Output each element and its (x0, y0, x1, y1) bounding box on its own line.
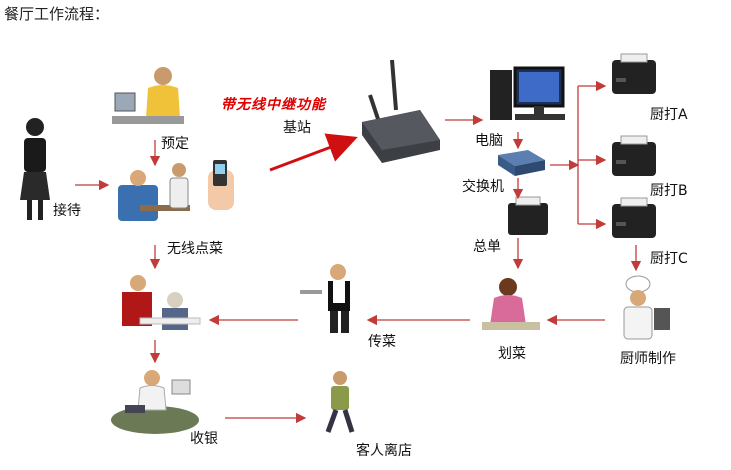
label-summary: 总单 (473, 239, 501, 255)
label-wireless-order: 无线点菜 (167, 241, 223, 257)
dining-table-icon (122, 275, 201, 330)
label-mark-dish: 划菜 (498, 346, 526, 362)
computer-icon (490, 66, 565, 120)
label-cashier: 收银 (190, 431, 218, 447)
kitchen-printer-c-icon (612, 197, 656, 238)
label-chef: 厨师制作 (620, 351, 676, 367)
arrow-order-to-base-station (269, 133, 358, 172)
switch-icon (498, 150, 545, 176)
label-reserve: 预定 (161, 136, 189, 152)
chef-icon (623, 275, 670, 340)
label-kitchen-b: 厨打B (650, 183, 688, 199)
label-kitchen-a: 厨打A (650, 107, 688, 123)
cashier-icon (111, 370, 199, 434)
label-kitchen-c: 厨打C (650, 251, 688, 267)
dish-marker-icon (482, 278, 540, 330)
waiter-serving-icon (300, 264, 350, 333)
label-base-station-feature: 带无线中继功能 (221, 97, 326, 113)
kitchen-printer-b-icon (612, 135, 656, 176)
reservation-operator-icon (112, 67, 184, 124)
label-reception: 接待 (53, 203, 81, 219)
summary-printer-icon (508, 196, 548, 235)
label-customer-leave: 客人离店 (356, 443, 412, 459)
customer-leaving-icon (325, 371, 355, 433)
label-switch: 交换机 (462, 179, 504, 195)
wireless-ordering-icon (118, 160, 234, 221)
label-serve: 传菜 (368, 334, 396, 350)
kitchen-printer-a-icon (612, 53, 656, 94)
label-computer: 电脑 (475, 133, 503, 149)
label-base-station: 基站 (283, 120, 311, 136)
page-title: 餐厅工作流程： (4, 5, 110, 23)
receptionist-icon (20, 118, 50, 220)
base-station-icon (362, 59, 440, 163)
